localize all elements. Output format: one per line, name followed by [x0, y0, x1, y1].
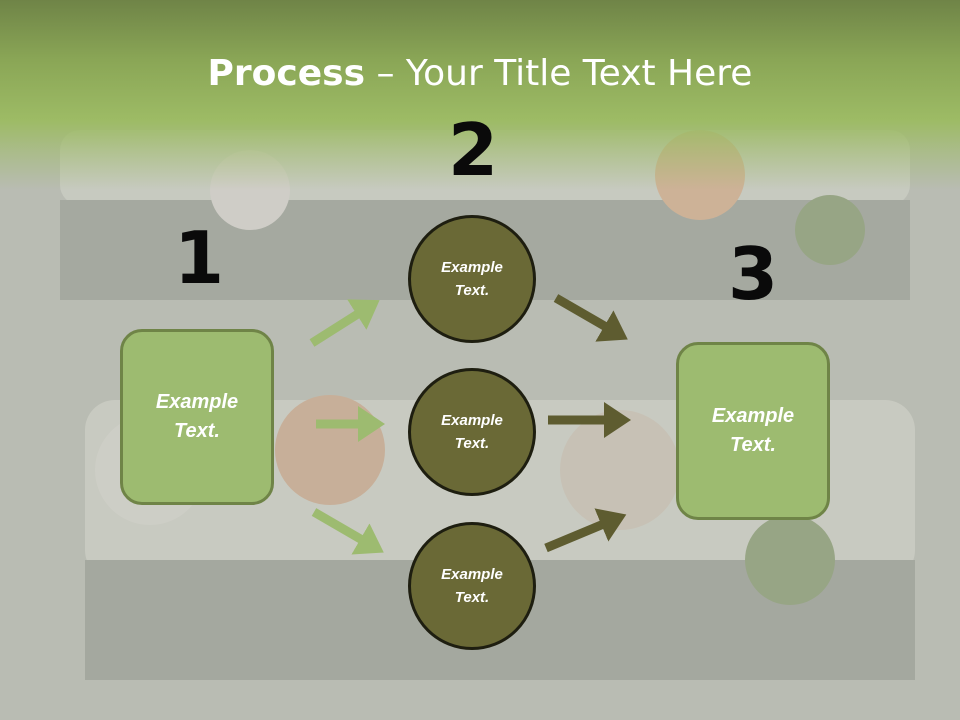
step-number-1: 1 [173, 216, 225, 300]
slide-title: Process – Your Title Text Here [0, 52, 960, 96]
title-bold: Process [207, 53, 366, 94]
step-number-3: 3 [727, 232, 779, 316]
step-number-2: 2 [447, 108, 499, 192]
header-band [0, 0, 960, 190]
circle-middle: Example Text. [408, 368, 536, 496]
title-rest: – Your Title Text Here [365, 53, 753, 94]
left-text-box: Example Text. [120, 329, 274, 505]
right-text-box: Example Text. [676, 342, 830, 520]
circle-bottom: Example Text. [408, 522, 536, 650]
circle-top: Example Text. [408, 215, 536, 343]
